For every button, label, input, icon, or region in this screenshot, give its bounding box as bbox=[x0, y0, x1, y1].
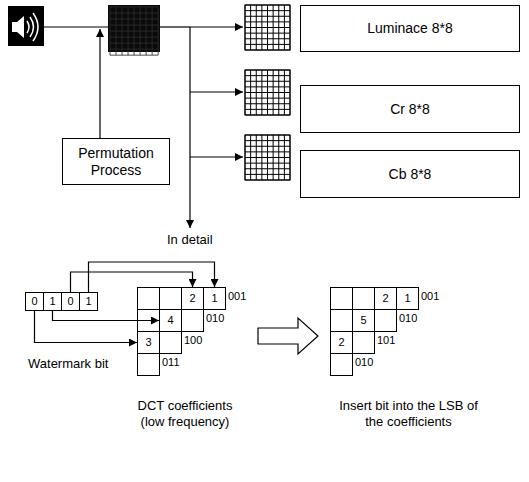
flow-line bbox=[44, 27, 243, 228]
watermark-bit-cell: 0 bbox=[61, 292, 80, 311]
box-text: Cb 8*8 bbox=[389, 166, 432, 183]
dct-coefficient-cell: 1 bbox=[396, 287, 419, 310]
annotation-label: Watermark bit bbox=[28, 356, 108, 372]
process-box: Cb 8*8 bbox=[300, 150, 520, 198]
bit-arrow bbox=[53, 311, 160, 321]
bit-code-label: 100 bbox=[184, 334, 202, 347]
box-text: 0 bbox=[67, 295, 73, 308]
box-text: Permutation Process bbox=[69, 145, 163, 179]
dct-coefficient-cell: 3 bbox=[137, 331, 160, 354]
bit-code-label: 010 bbox=[355, 356, 373, 369]
box-text: Luminace 8*8 bbox=[367, 20, 453, 37]
process-box: Cr 8*8 bbox=[300, 85, 520, 133]
bit-code-label: 001 bbox=[228, 290, 246, 303]
box-text: 2 bbox=[338, 336, 344, 349]
block-grid bbox=[245, 5, 290, 180]
watermark-bit-cell: 1 bbox=[43, 292, 62, 311]
watermark-bit-cell: 1 bbox=[79, 292, 98, 311]
dct-coefficient-cell: 2 bbox=[374, 287, 397, 310]
image-block bbox=[108, 5, 160, 55]
box-text: 0 bbox=[31, 295, 37, 308]
annotation-label: In detail bbox=[167, 232, 213, 248]
watermark-bit-cell: 0 bbox=[25, 292, 44, 311]
bit-code-label: 011 bbox=[162, 356, 180, 369]
process-box: Permutation Process bbox=[62, 138, 170, 185]
bit-code-label: 001 bbox=[421, 290, 439, 303]
caption-label: DCT coefficients (low frequency) bbox=[130, 398, 240, 429]
box-text: 5 bbox=[360, 314, 366, 327]
box-text: 2 bbox=[189, 292, 195, 305]
box-text: 2 bbox=[382, 292, 388, 305]
bit-arrow bbox=[35, 311, 138, 343]
box-text: 1 bbox=[49, 295, 55, 308]
process-box: Luminace 8*8 bbox=[300, 5, 520, 52]
box-text: Cr 8*8 bbox=[390, 101, 430, 118]
caption-label: Insert bit into the LSB of the coefficie… bbox=[336, 398, 481, 429]
box-text: 1 bbox=[404, 292, 410, 305]
dct-coefficient-cell: 2 bbox=[181, 287, 204, 310]
box-text: 4 bbox=[167, 314, 173, 327]
bit-code-label: 010 bbox=[206, 312, 224, 325]
box-text: 1 bbox=[211, 292, 217, 305]
bit-code-label: 101 bbox=[377, 334, 395, 347]
box-text: 3 bbox=[145, 336, 151, 349]
dct-grid bbox=[137, 287, 418, 375]
bit-code-label: 010 bbox=[399, 312, 417, 325]
box-text: 1 bbox=[85, 295, 91, 308]
dct-coefficient-cell: 4 bbox=[159, 309, 182, 332]
dct-coefficient-cell: 5 bbox=[352, 309, 375, 332]
hollow-arrow bbox=[258, 318, 318, 354]
dct-coefficient-cell: 1 bbox=[203, 287, 226, 310]
speaker-icon bbox=[8, 6, 44, 46]
dct-coefficient-cell: 2 bbox=[330, 331, 353, 354]
